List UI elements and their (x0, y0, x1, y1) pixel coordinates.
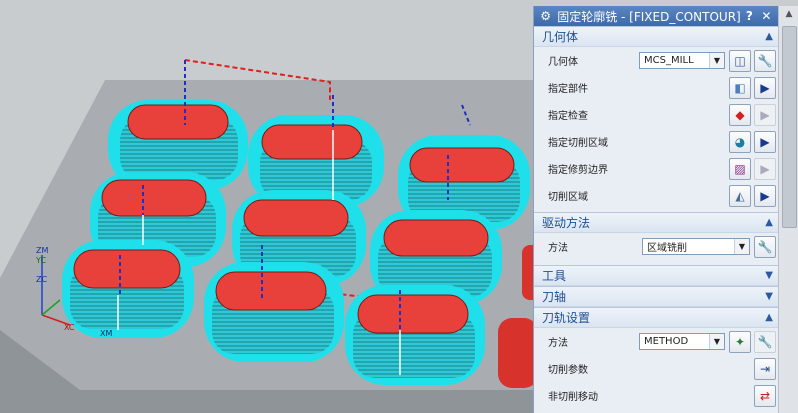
chevron-up-icon: ▲ (765, 312, 773, 323)
triad-xm-label: XM (100, 329, 112, 338)
trim-boundary-icon[interactable]: ▨ (729, 157, 751, 180)
flashlight-icon: ▶ (754, 103, 776, 126)
cut-region-icon[interactable]: ◭ (729, 184, 751, 207)
base-plate-side (0, 330, 533, 413)
row-geometry: 几何体 MCS_MILL ▼ ◫ 🔧 (534, 47, 779, 74)
edit-wrench-icon: 🔧 (754, 330, 776, 353)
edit-wrench-icon[interactable]: 🔧 (754, 49, 776, 72)
group-path-title: 刀轨设置 (542, 311, 591, 325)
group-drive-title: 驱动方法 (542, 216, 591, 230)
path-method-select[interactable]: METHOD ▼ (639, 333, 725, 350)
pocket-8 (204, 262, 344, 362)
triad-yc-label: YC (35, 256, 46, 265)
specify-check-label: 指定检查 (548, 111, 588, 122)
specify-cut-area-label: 指定切削区域 (548, 138, 608, 149)
chevron-down-icon: ▼ (709, 53, 724, 68)
flashlight-icon[interactable]: ▶ (754, 76, 776, 99)
cut-region-label: 切削区域 (548, 192, 588, 203)
row-non-cut-moves: 非切削移动 ⇄ (534, 382, 779, 409)
row-specify-trim: 指定修剪边界 ▨ ▶ (534, 155, 779, 182)
pocket-6 (370, 210, 502, 305)
group-axis-title: 刀轴 (542, 290, 567, 304)
row-specify-part: 指定部件 ◧ ▶ (534, 74, 779, 101)
pocket-7 (62, 240, 194, 338)
cylinder-right (522, 245, 533, 300)
scrollbar-thumb[interactable] (782, 26, 797, 228)
chevron-up-icon: ▲ (765, 31, 773, 42)
flashlight-icon[interactable]: ▶ (754, 130, 776, 153)
triad-zc-label: ZC (36, 275, 47, 284)
path-method-label: 方法 (548, 338, 568, 349)
pocket-9 (345, 285, 485, 385)
row-cut-params: 切削参数 ⇥ (534, 355, 779, 382)
cut-params-icon[interactable]: ⇥ (754, 357, 776, 380)
group-geometry-title: 几何体 (542, 30, 579, 44)
group-path-header[interactable]: 刀轨设置 ▲ (534, 307, 779, 328)
row-specify-cut-area: 指定切削区域 ◕ ▶ (534, 128, 779, 155)
row-drive-method: 方法 区域铣削 ▼ 🔧 (534, 233, 779, 260)
specify-part-label: 指定部件 (548, 84, 588, 95)
drive-method-value: 区域铣削 (647, 243, 687, 254)
row-path-method: 方法 METHOD ▼ ✦ 🔧 (534, 328, 779, 355)
check-select-icon[interactable]: ◆ (729, 103, 751, 126)
geometry-select-value: MCS_MILL (644, 55, 694, 66)
row-specify-check: 指定检查 ◆ ▶ (534, 101, 779, 128)
non-cut-moves-icon[interactable]: ⇄ (754, 384, 776, 407)
close-button[interactable]: ✕ (761, 9, 772, 23)
flashlight-icon[interactable]: ▶ (754, 184, 776, 207)
operation-dialog: ⚙ 固定轮廓铣 - [FIXED_CONTOUR] ? ✕ 几何体 ▲ 几何体 … (533, 6, 779, 413)
drive-method-label: 方法 (548, 243, 568, 254)
scroll-up-icon[interactable]: ▲ (785, 9, 793, 19)
chevron-down-icon: ▼ (765, 291, 773, 302)
group-tool-header[interactable]: 工具 ▼ (534, 265, 779, 286)
dialog-titlebar[interactable]: ⚙ 固定轮廓铣 - [FIXED_CONTOUR] ? ✕ (534, 6, 779, 26)
cut-area-icon[interactable]: ◕ (729, 130, 751, 153)
help-button[interactable]: ? (745, 9, 753, 23)
pocket-5 (232, 190, 366, 285)
group-drive-header[interactable]: 驱动方法 ▲ (534, 212, 779, 233)
cylinder-bottom-right (498, 318, 533, 388)
pocket-1 (108, 100, 248, 190)
chevron-down-icon: ▼ (734, 239, 749, 254)
row-cut-region: 切削区域 ◭ ▶ (534, 182, 779, 209)
group-tool-title: 工具 (542, 269, 567, 283)
non-cut-moves-label: 非切削移动 (548, 392, 598, 403)
flashlight-icon: ▶ (754, 157, 776, 180)
gear-icon[interactable]: ⚙ (540, 9, 551, 23)
coordinate-triad: ZM ZC YC XC XM (35, 246, 112, 338)
geometry-select[interactable]: MCS_MILL ▼ (639, 52, 725, 69)
edit-wrench-icon[interactable]: 🔧 (754, 235, 776, 258)
pocket-2 (248, 115, 384, 207)
new-geometry-icon[interactable]: ◫ (729, 49, 751, 72)
path-method-value: METHOD (644, 336, 689, 347)
triad-xc-label: XC (64, 323, 75, 332)
part-select-icon[interactable]: ◧ (729, 76, 751, 99)
specify-trim-label: 指定修剪边界 (548, 165, 608, 176)
model-view[interactable]: ZM ZC YC XC XM (0, 0, 533, 413)
group-geometry-header[interactable]: 几何体 ▲ (534, 26, 779, 47)
chevron-up-icon: ▲ (765, 217, 773, 228)
chevron-down-icon: ▼ (765, 270, 773, 281)
dialog-scrollbar[interactable]: ▲ (778, 6, 798, 413)
graphics-viewport[interactable]: ZM ZC YC XC XM (0, 0, 533, 413)
new-method-icon[interactable]: ✦ (729, 330, 751, 353)
drive-method-select[interactable]: 区域铣削 ▼ (642, 238, 750, 255)
geometry-label: 几何体 (548, 57, 578, 68)
triad-zm-label: ZM (36, 246, 48, 255)
pocket-3 (398, 135, 530, 230)
dialog-title: 固定轮廓铣 - [FIXED_CONTOUR] (557, 9, 741, 24)
cut-params-label: 切削参数 (548, 365, 588, 376)
group-axis-header[interactable]: 刀轴 ▼ (534, 286, 779, 307)
chevron-down-icon: ▼ (709, 334, 724, 349)
